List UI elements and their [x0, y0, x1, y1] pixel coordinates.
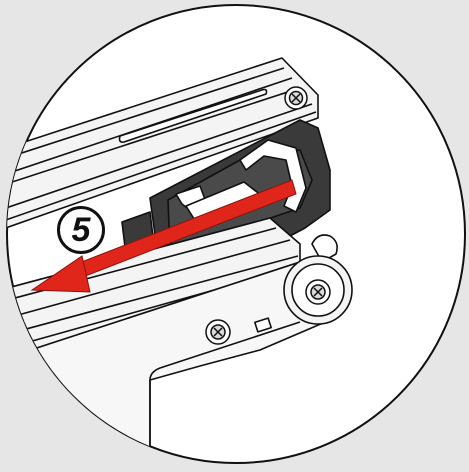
- screw-icon: [305, 279, 331, 305]
- screw-icon: [284, 86, 308, 110]
- rail-slot: [118, 88, 268, 143]
- lower-rail: [7, 217, 301, 361]
- arrow-left-down-icon: [30, 179, 297, 293]
- screw-icon: [205, 319, 231, 345]
- step-number: 5: [71, 211, 91, 249]
- step-number-badge: 5: [57, 206, 105, 254]
